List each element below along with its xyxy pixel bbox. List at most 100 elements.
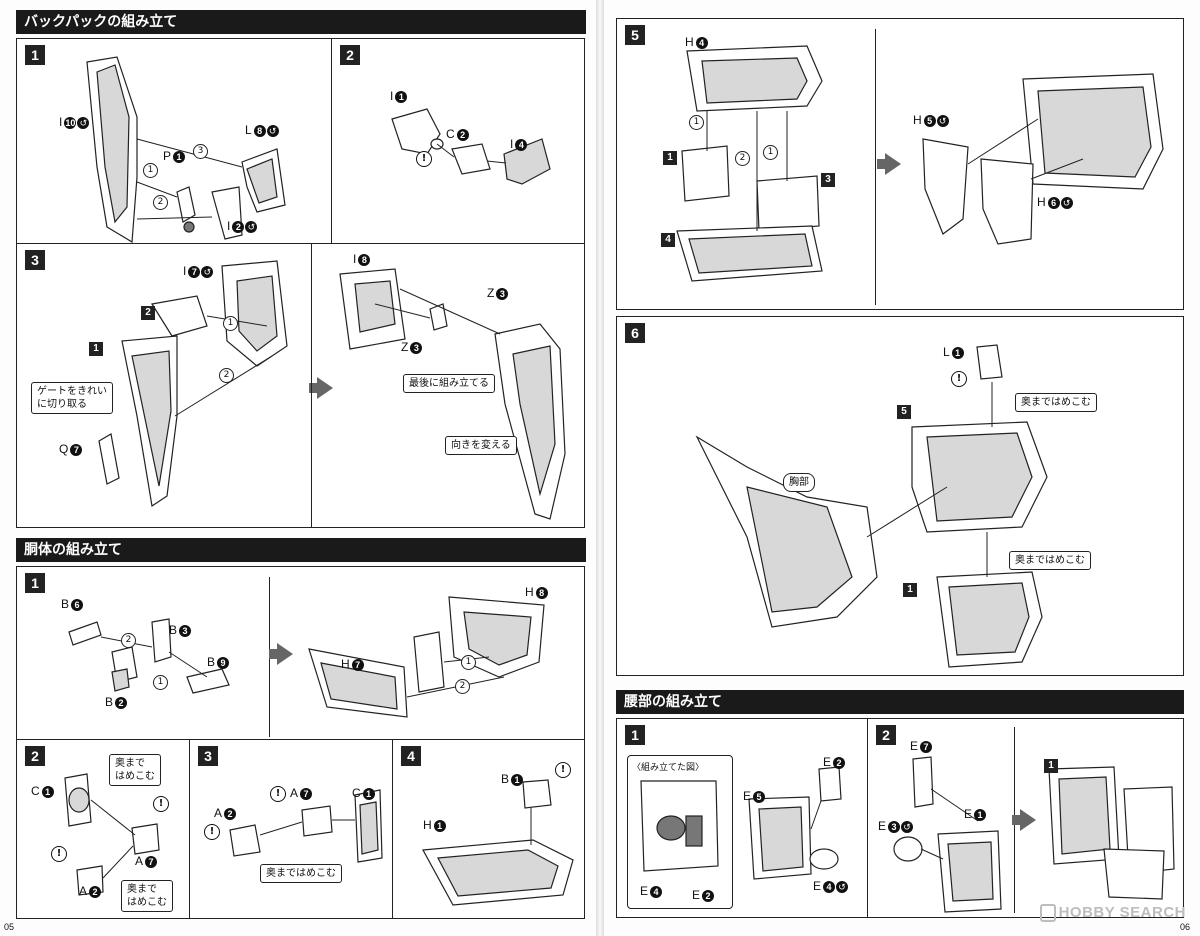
page-number-right: 06 <box>1180 922 1191 932</box>
ref-badge-step1: 1 <box>663 151 677 165</box>
backpack-section-header: バックパックの組み立て <box>16 10 586 34</box>
backpack-section-title: バックパックの組み立て <box>24 14 178 30</box>
callout-assemble-last: 最後に組み立てる <box>403 374 495 393</box>
order-marker: 1 <box>143 163 158 178</box>
waist-section-title: 腰部の組み立て <box>624 694 722 710</box>
next-step-arrow <box>269 643 293 665</box>
step-number: 6 <box>625 323 645 343</box>
torso-frame-illustration <box>308 596 545 718</box>
ref-badge-step4: 4 <box>661 233 675 247</box>
page-number-left: 05 <box>4 922 15 932</box>
order-marker: 1 <box>223 316 238 331</box>
backpack-final-illustration <box>339 268 566 520</box>
callout-push-in-step3: 奥まではめこむ <box>260 864 342 883</box>
step-number: 1 <box>625 725 645 745</box>
ref-badge-step1: 1 <box>1044 759 1058 773</box>
step-number: 3 <box>198 746 218 766</box>
watermark-logo-icon <box>1039 904 1056 922</box>
waist-final-illustration <box>1048 766 1175 900</box>
next-step-arrow <box>1012 809 1036 831</box>
ref-badge-step1: 1 <box>903 583 917 597</box>
warning-icon: ! <box>204 824 220 840</box>
torso-section-title: 胴体の組み立て <box>24 542 122 558</box>
ref-badge-step5: 5 <box>897 405 911 419</box>
backpack-joint-illustration <box>391 108 551 185</box>
next-step-arrow <box>309 377 333 399</box>
waist-joint-parts-illustration <box>748 766 842 880</box>
order-marker: 3 <box>193 144 208 159</box>
step-number: 2 <box>25 746 45 766</box>
panel-divider <box>875 29 876 305</box>
next-step-arrow <box>877 153 901 175</box>
torso-shoulder-illustration <box>64 773 160 896</box>
ref-badge-step2: 2 <box>141 306 155 320</box>
assembled-view-title: 〈組み立てた図〉 <box>632 763 705 773</box>
watermark: HOBBY SEARCH <box>1039 904 1186 922</box>
order-marker: 2 <box>121 633 136 648</box>
panel-divider <box>311 244 312 527</box>
warning-icon: ! <box>270 786 286 802</box>
step-number: 2 <box>876 725 896 745</box>
torso-base-illustration <box>422 779 574 906</box>
order-marker: 2 <box>219 368 234 383</box>
step-number: 3 <box>25 250 45 270</box>
order-marker: 1 <box>763 145 778 160</box>
callout-change-direction: 向きを変える <box>445 436 517 455</box>
warning-icon: ! <box>555 762 571 778</box>
warning-icon: ! <box>153 796 169 812</box>
order-marker: 1 <box>689 115 704 130</box>
step-number: 4 <box>401 746 421 766</box>
ref-badge-step1: 1 <box>89 342 103 356</box>
step-number: 5 <box>625 25 645 45</box>
order-marker: 2 <box>153 195 168 210</box>
callout-push-in-top: 奥まではめこむ <box>1015 393 1097 412</box>
page-gutter <box>596 0 604 936</box>
backpack-body-illustration <box>98 260 288 508</box>
backpack-wing-illustration <box>86 56 286 243</box>
callout-gate-trim: ゲートをきれい に切り取る <box>31 382 113 414</box>
callout-push-in-bottom: 奥まではめこむ <box>1009 551 1091 570</box>
warning-icon: ! <box>416 151 432 167</box>
order-marker: 1 <box>153 675 168 690</box>
torso-core-illustration <box>676 45 823 282</box>
waist-section-header: 腰部の組み立て <box>616 690 1184 714</box>
callout-push-in-bottom: 奥まで はめこむ <box>121 880 173 912</box>
order-marker: 1 <box>461 655 476 670</box>
step-number: 1 <box>25 573 45 593</box>
